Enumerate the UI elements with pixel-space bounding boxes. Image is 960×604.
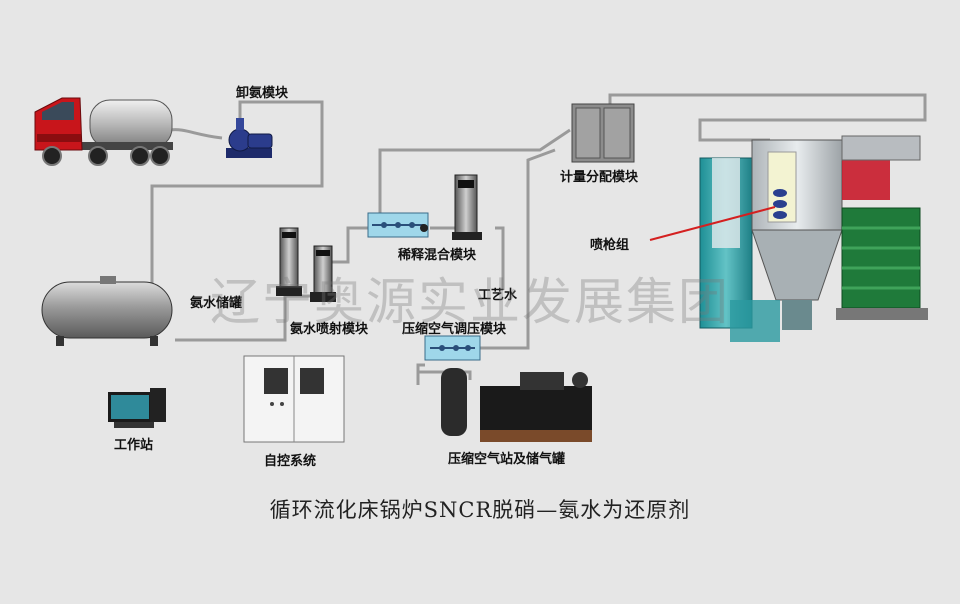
- pipe-network: [150, 93, 927, 385]
- workstation-label: 工作站: [114, 438, 154, 453]
- nozzle-pointer-line: [649, 206, 776, 241]
- pipe-air-regulator-up: [480, 148, 556, 350]
- control-cabinet: [243, 355, 345, 443]
- control-system-label: 自控系统: [264, 454, 317, 469]
- pipe-truck-to-unload-pump: [169, 128, 223, 140]
- ammonia-storage-tank: [41, 276, 173, 346]
- process-water-label: 工艺水: [478, 288, 518, 303]
- compressed-air-station: [441, 368, 592, 442]
- pipe-tank-to-injection: [175, 294, 325, 342]
- air-pressure-regulator: [424, 335, 481, 361]
- dilution-module-label: 稀释混合模块: [398, 248, 477, 263]
- process-water-pump: [420, 174, 482, 240]
- storage-tank-label: 氨水储罐: [190, 296, 243, 311]
- metering-distribution-module: [571, 103, 635, 163]
- injection-module-label: 氨水喷射模块: [290, 322, 369, 337]
- workstation-computer: [108, 388, 166, 428]
- dilution-mixer: [367, 212, 429, 238]
- pipe-metering-to-boiler: [608, 93, 927, 142]
- tank-truck: [34, 97, 173, 166]
- pipe-process-water: [430, 226, 505, 290]
- air-station-label: 压缩空气站及储气罐: [448, 452, 566, 467]
- nozzle-group-label: 喷枪组: [590, 238, 630, 253]
- pipe-dilution-to-metering: [378, 128, 571, 215]
- pipe-injection-to-dilution: [325, 226, 368, 264]
- unload-module-label: 卸氨模块: [236, 86, 289, 101]
- boiler-assembly: [699, 135, 928, 342]
- metering-module-label: 计量分配模块: [560, 170, 639, 185]
- diagram-caption: 循环流化床锅炉SNCR脱硝—氨水为还原剂: [269, 498, 691, 522]
- injection-pumps: [276, 227, 336, 302]
- air-regulation-module-label: 压缩空气调压模块: [402, 322, 507, 337]
- unload-pump: [226, 118, 273, 158]
- pipe-unload-to-tank: [150, 100, 324, 285]
